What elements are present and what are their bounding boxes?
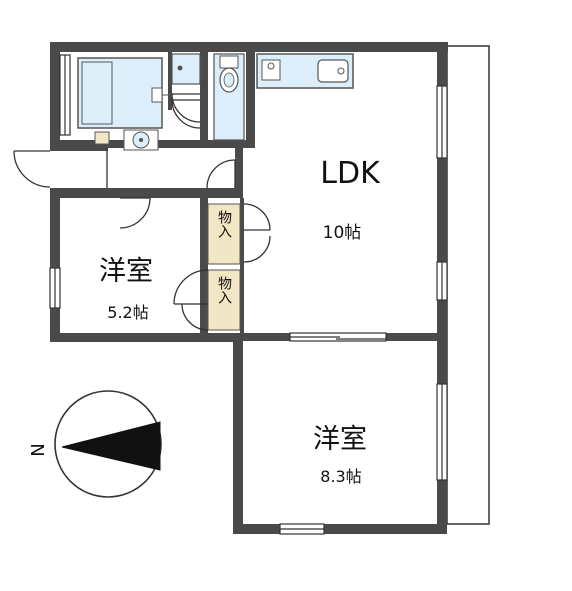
compass: N (28, 390, 162, 498)
compass-needle-icon (61, 421, 161, 471)
ldk-room-name: LDK (320, 156, 381, 191)
bathtub (77, 57, 172, 129)
sliding-door (289, 332, 387, 342)
washer-pan (171, 53, 201, 85)
storage-closets (207, 203, 241, 331)
balcony (446, 45, 490, 525)
kitchen-counter (256, 53, 354, 89)
western-large-room-name: 洋室 (313, 424, 367, 455)
western-large-room-size: 8.3帖 (320, 467, 361, 486)
western-small-room-name: 洋室 (99, 256, 153, 287)
western-small-room-size: 5.2帖 (107, 303, 148, 322)
door-swings (13, 93, 271, 331)
washbasin (94, 129, 159, 151)
storage-lower-label: 物入 (216, 276, 232, 304)
toilet (213, 53, 245, 141)
compass-north-label: N (28, 443, 49, 456)
storage-upper-label: 物入 (216, 210, 232, 238)
windows (49, 54, 448, 535)
ldk-room-size: 10帖 (323, 223, 362, 243)
